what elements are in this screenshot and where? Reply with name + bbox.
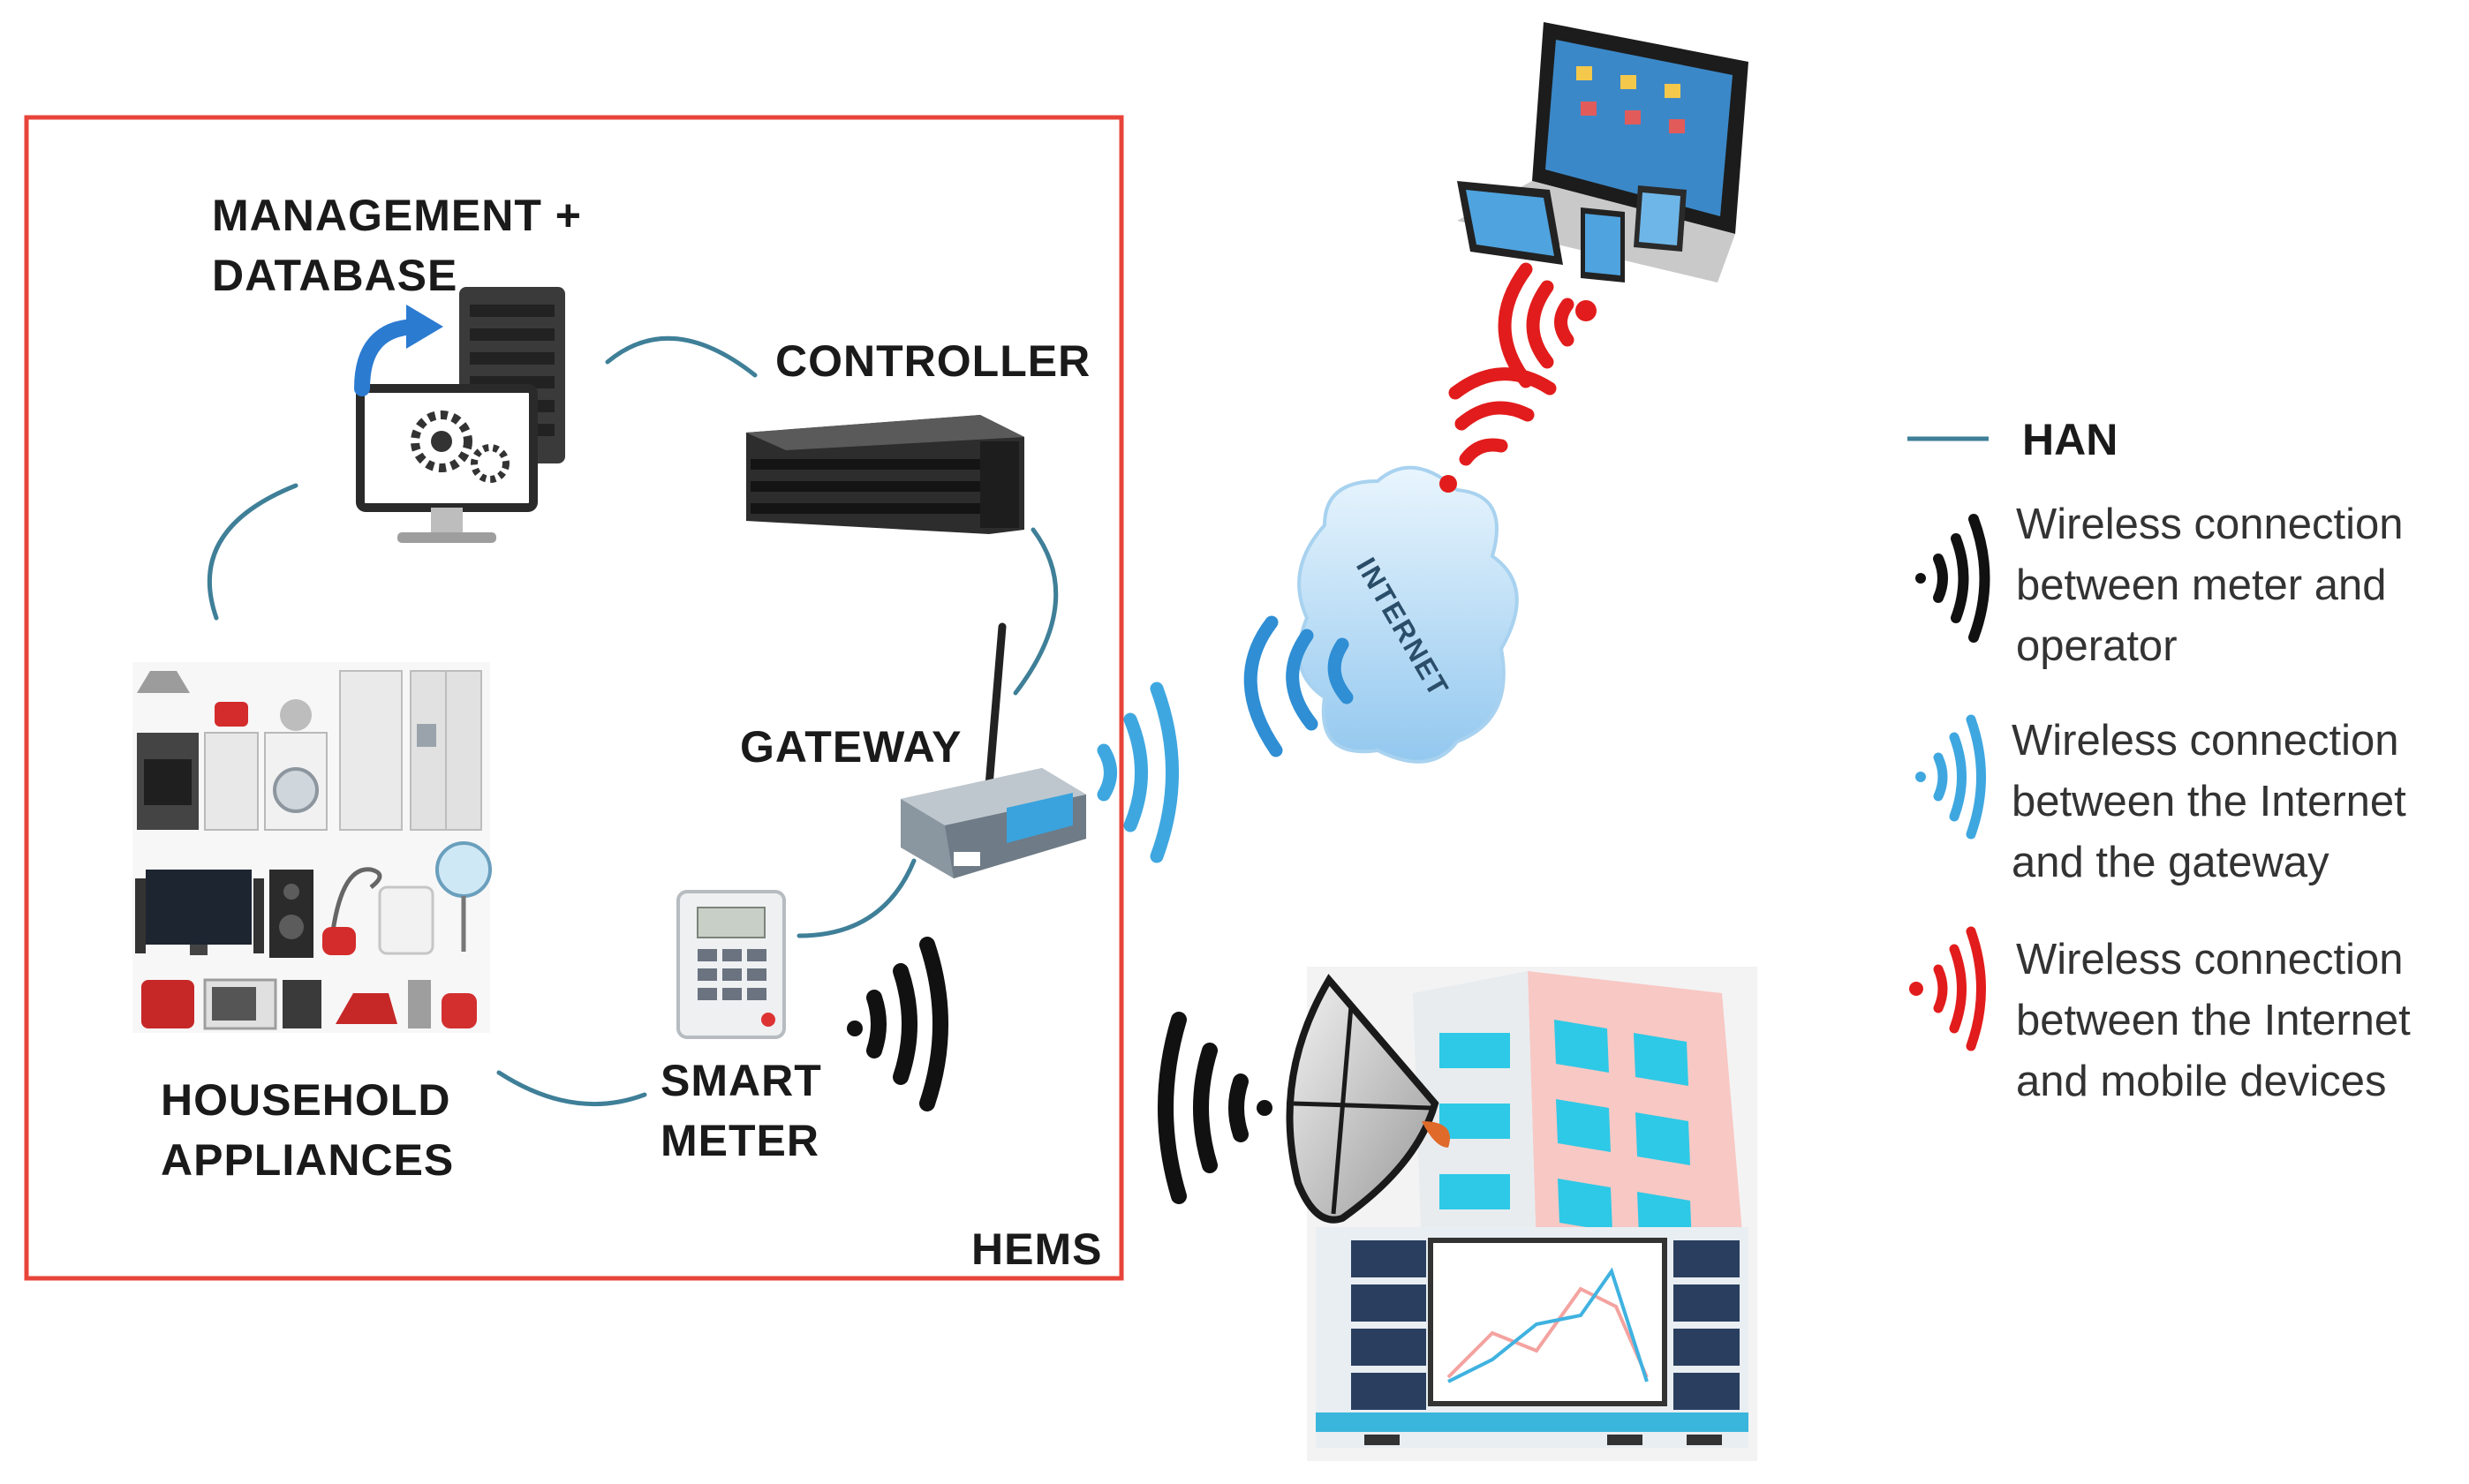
blender-icon xyxy=(408,980,431,1028)
internet-cloud-icon xyxy=(1297,465,1519,764)
mobile-devices-icon xyxy=(1457,22,1748,282)
fan-icon xyxy=(435,841,492,898)
management-database-icon xyxy=(354,287,565,543)
kettle-icon xyxy=(280,699,312,731)
controller-label: CONTROLLER xyxy=(775,336,1091,386)
wireless-red-cloud xyxy=(1439,367,1557,493)
speaker-icon xyxy=(269,870,313,958)
operator-building-icon xyxy=(1307,967,1757,1461)
han-link-management-controller xyxy=(605,335,758,378)
han-link-gateway-meter xyxy=(797,858,917,938)
wireless-black-operator xyxy=(1158,1012,1272,1204)
satellite-dish-icon xyxy=(1286,974,1450,1224)
legend-wireless-red-icon xyxy=(1909,926,1986,1051)
gear-icon xyxy=(411,411,472,472)
tv-icon xyxy=(146,870,252,945)
controller-icon xyxy=(746,415,1024,534)
vacuum-icon xyxy=(328,867,382,945)
wireless-blue-cloud xyxy=(1243,615,1354,757)
wireless-black-meter xyxy=(847,937,948,1111)
legend-han-label: HAN xyxy=(2022,415,2118,464)
han-link-meter-appliances xyxy=(496,1070,647,1107)
household-appliances-icon xyxy=(132,662,492,1033)
han-link-controller-gateway xyxy=(1013,527,1059,696)
household-appliances-label: HOUSEHOLD APPLIANCES xyxy=(161,1075,455,1185)
toaster-icon xyxy=(215,702,248,727)
iron-icon xyxy=(336,993,397,1024)
management-database-label: MANAGEMENT + DATABASE xyxy=(212,191,582,300)
gateway-label: GATEWAY xyxy=(740,722,963,772)
sync-arrow-icon xyxy=(354,319,423,396)
coffee-machine-icon xyxy=(141,980,194,1028)
legend-wireless-black-label: Wireless connection between meter and op… xyxy=(2016,501,2404,670)
server-rack-left xyxy=(1351,1240,1426,1410)
range-hood-icon xyxy=(137,671,190,693)
fridge-icon xyxy=(339,670,403,831)
gateway-router-icon xyxy=(901,622,1086,878)
gear-icon-small xyxy=(471,444,510,483)
server-rack-right xyxy=(1673,1240,1740,1410)
heater-icon xyxy=(378,885,434,955)
legend-wireless-black-icon xyxy=(1915,514,1990,643)
legend-wireless-blue-icon xyxy=(1915,714,1986,840)
wireless-blue-gateway xyxy=(1097,682,1179,863)
smart-meter-icon xyxy=(676,890,786,1039)
hems-label: HEMS xyxy=(971,1224,1103,1274)
hems-boundary xyxy=(24,115,1124,1281)
smart-meter-label: SMART METER xyxy=(661,1056,822,1165)
wireless-red-devices xyxy=(1498,262,1597,388)
han-connections xyxy=(207,335,1059,1107)
legend-wireless-red-label: Wireless connection between the Internet… xyxy=(2016,936,2411,1105)
han-link-appliances-management xyxy=(207,483,298,621)
legend-wireless-blue-label: Wireless connection between the Internet… xyxy=(2012,717,2406,886)
